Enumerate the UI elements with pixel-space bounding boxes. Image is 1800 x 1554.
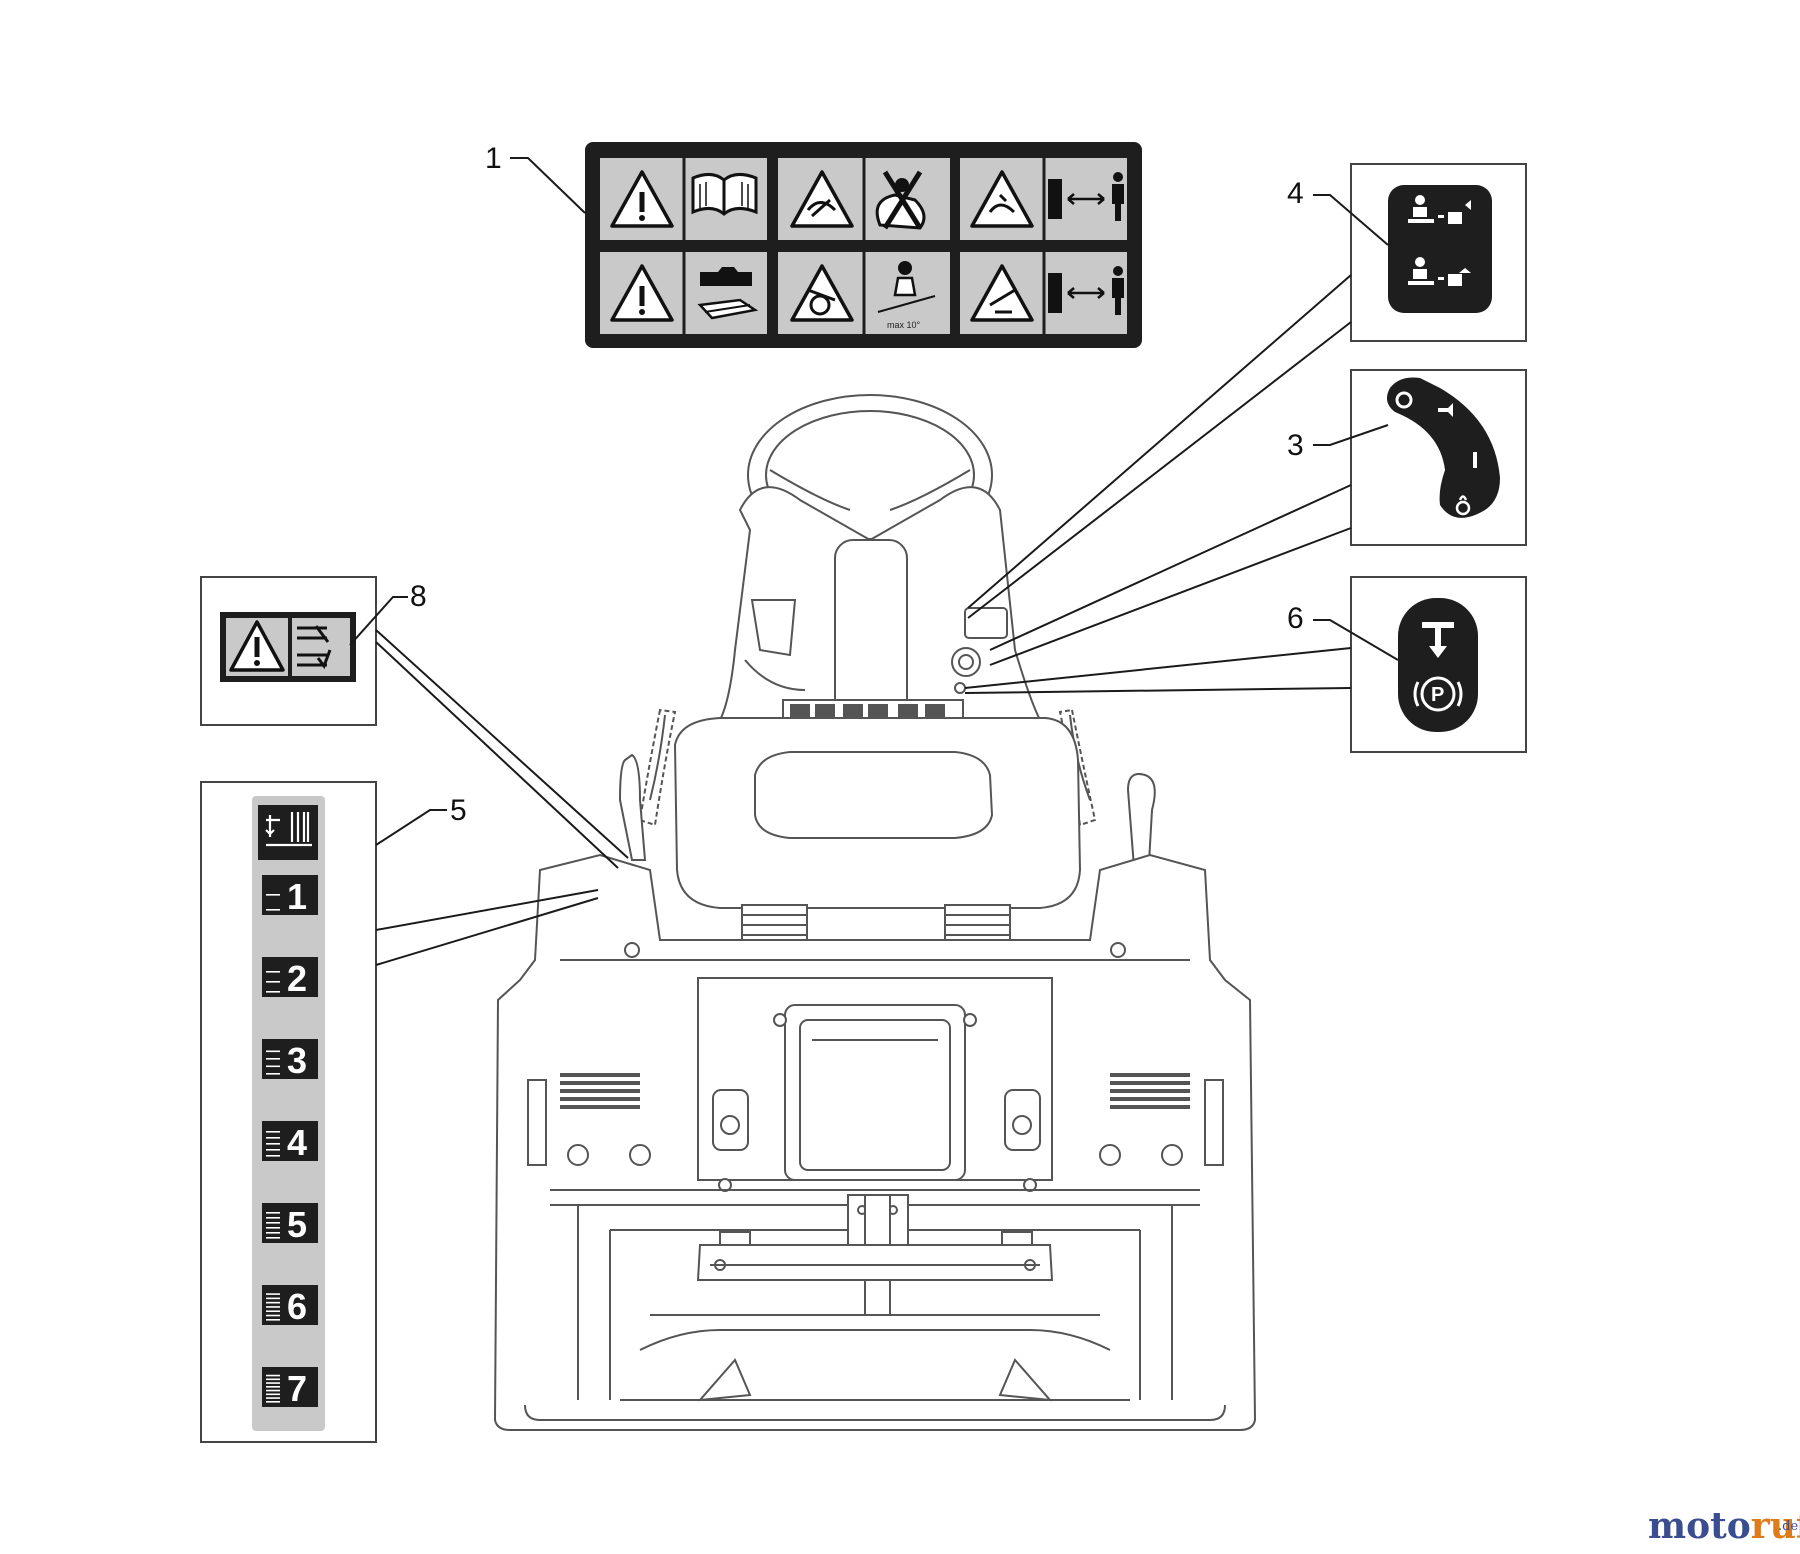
callout-3: 3 (1287, 429, 1304, 462)
callout-5: 5 (450, 794, 467, 827)
thrown-object-hazard-icon (970, 170, 1034, 228)
brand-name-part2: ruf (1751, 1505, 1800, 1547)
brand-name-part1: moto (1648, 1505, 1751, 1547)
decal-1-safety-panel: max 10° (585, 142, 1142, 348)
callout-4: 4 (1287, 177, 1304, 210)
hand-cut-hazard-icon (970, 264, 1034, 322)
decal-4-box (1350, 163, 1527, 342)
callout-1: 1 (485, 142, 502, 175)
mower-drawing (493, 394, 1257, 1431)
decal-5-box: 1 2 3 4 5 6 7 (200, 781, 377, 1443)
callout-8: 8 (410, 580, 427, 613)
height-setting: 7 (262, 1367, 318, 1409)
operator-manual-icon (691, 173, 758, 216)
height-setting: 6 (262, 1285, 318, 1327)
height-number: 7 (287, 1368, 307, 1409)
seat (673, 717, 1082, 909)
height-number: 6 (287, 1286, 307, 1327)
no-passengers-icon (875, 170, 926, 230)
height-setting: 3 (262, 1039, 318, 1081)
brand-logo: motoruf .de (1648, 1505, 1800, 1547)
engine-maintenance-icon (697, 267, 759, 320)
height-setting: 5 (262, 1203, 318, 1245)
decal-3-box (1350, 369, 1527, 546)
brand-suffix: .de (1778, 1519, 1798, 1534)
rollover-hazard-icon (790, 264, 854, 322)
check-instructions-icon (297, 625, 332, 670)
brake-pedal-icon (1422, 622, 1454, 658)
height-number: 5 (287, 1204, 307, 1245)
parking-brake-icon: P (1413, 676, 1463, 712)
warning-triangle-icon (229, 620, 285, 672)
height-number: 1 (287, 876, 307, 917)
callout-6: 6 (1287, 602, 1304, 635)
leader-lines (349, 157, 1399, 966)
decal-6-box: P (1350, 576, 1527, 753)
height-number: 4 (287, 1122, 307, 1163)
ignition-lock-icon (1455, 495, 1471, 516)
height-setting: 2 (262, 957, 318, 999)
ignition-off-icon (1395, 391, 1413, 409)
height-number: 2 (287, 958, 307, 999)
height-setting: 1 (262, 875, 318, 917)
svg-text:P: P (1431, 684, 1444, 706)
blade-hazard-icon (790, 170, 854, 228)
blade-raise-icon (1408, 257, 1471, 286)
dash-switches (951, 607, 1008, 694)
blade-lower-icon (1408, 195, 1471, 224)
cutting-height-icon (258, 805, 318, 860)
ignition-lights-icon (1438, 403, 1453, 417)
slope-warning-icon: max 10° (877, 261, 936, 330)
ignition-run-icon (1473, 452, 1477, 468)
decal-8-box (200, 576, 377, 726)
height-setting: 4 (262, 1121, 318, 1163)
slope-limit-text: max 10° (887, 320, 921, 330)
svg-text:motoruf: motoruf (1648, 1505, 1800, 1547)
height-number: 3 (287, 1040, 307, 1081)
height-scale: 1 2 3 4 5 6 7 (262, 875, 318, 1409)
